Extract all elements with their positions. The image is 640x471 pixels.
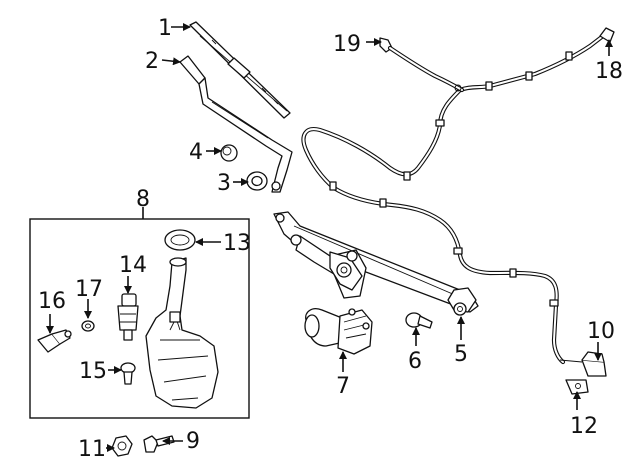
bracket-10	[559, 351, 607, 377]
wiper-linkage	[273, 211, 479, 316]
callout-13: 13	[223, 231, 251, 256]
callout-10: 10	[587, 319, 615, 344]
callout-16: 16	[38, 289, 66, 314]
pivot-cap	[220, 144, 238, 162]
callout-leaders	[46, 23, 613, 452]
callout-4: 4	[189, 140, 203, 165]
washer-reservoir	[145, 257, 219, 409]
callout-11: 11	[78, 437, 106, 462]
callout-1: 1	[158, 16, 172, 41]
callout-18: 18	[595, 59, 623, 84]
callout-15: 15	[79, 359, 107, 384]
callout-19: 19	[333, 32, 361, 57]
callout-2: 2	[145, 49, 159, 74]
nozzle-hose	[379, 37, 465, 93]
reservoir-assembly-box	[29, 218, 250, 419]
level-sensor	[37, 329, 72, 353]
pivot-nut	[246, 171, 268, 191]
callout-14: 14	[119, 253, 147, 278]
wiper-blade	[189, 21, 291, 119]
mounting-bolt-6	[405, 312, 433, 329]
callout-7: 7	[336, 374, 350, 399]
washer-hose	[301, 27, 615, 365]
reservoir-cap	[164, 229, 196, 251]
bolt-9	[143, 435, 175, 453]
washer-pump	[117, 293, 139, 341]
reservoir-screw	[120, 362, 136, 385]
callout-17: 17	[75, 277, 103, 302]
callout-6: 6	[408, 349, 422, 374]
pump-grommet	[81, 320, 95, 332]
callout-9: 9	[186, 429, 200, 454]
callout-5: 5	[454, 342, 468, 367]
callout-3: 3	[217, 171, 231, 196]
callout-8: 8	[136, 187, 150, 212]
clip-12	[565, 379, 589, 395]
nut-11	[111, 435, 133, 457]
wiper-motor	[304, 308, 373, 355]
wiper-arm	[179, 55, 293, 193]
callout-12: 12	[570, 414, 598, 439]
